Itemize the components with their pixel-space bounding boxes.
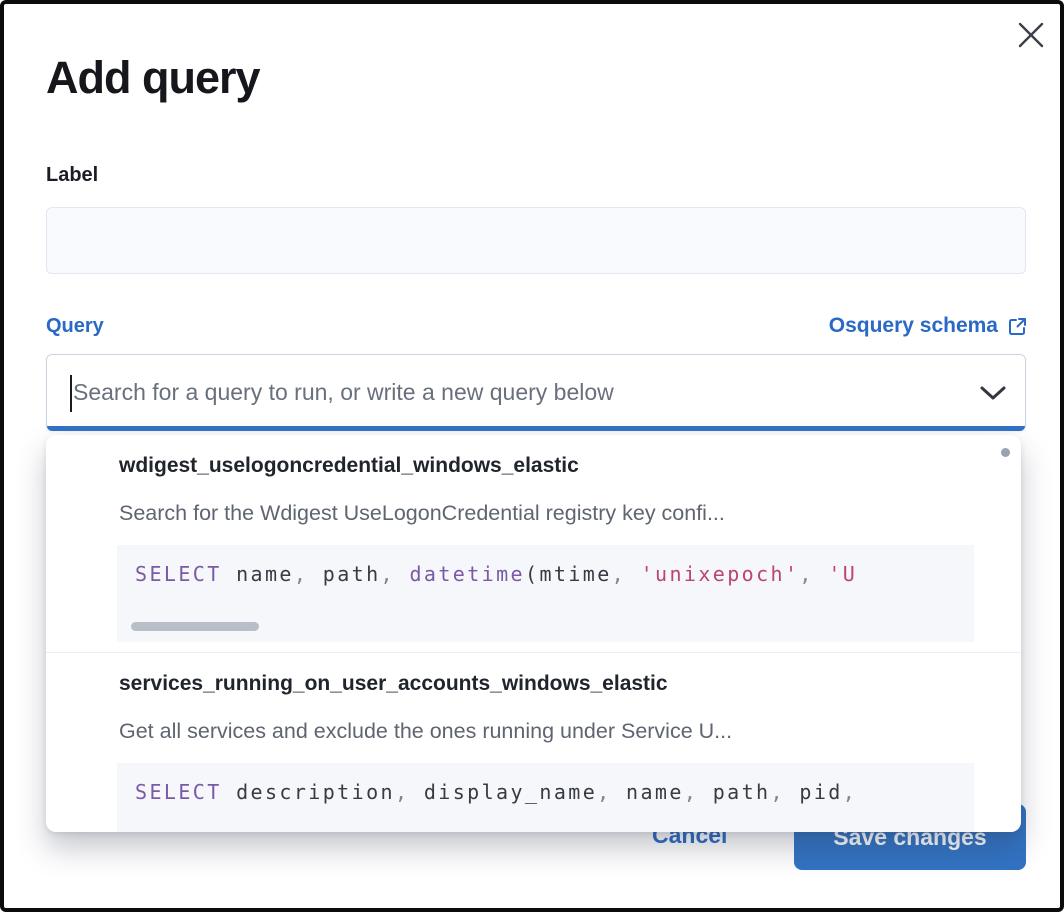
external-link-icon	[1009, 317, 1026, 335]
query-option-title: services_running_on_user_accounts_window…	[119, 672, 668, 695]
text-cursor	[70, 375, 72, 412]
query-search-input[interactable]	[47, 355, 961, 430]
option-divider	[46, 652, 1021, 653]
code-hscrollbar-thumb[interactable]	[131, 622, 259, 631]
query-combobox	[46, 354, 1026, 431]
label-field-label: Label	[46, 164, 99, 186]
osquery-schema-link[interactable]: Osquery schema	[829, 314, 1028, 338]
dropdown-scrollbar-thumb[interactable]	[1001, 448, 1010, 457]
chevron-down-icon	[980, 386, 1006, 399]
query-option-title: wdigest_uselogoncredential_windows_elast…	[119, 454, 579, 477]
combobox-toggle[interactable]	[961, 355, 1025, 430]
query-option-code: SELECT description, display_name, name, …	[117, 763, 974, 832]
query-option-wdigest[interactable]: wdigest_uselogoncredential_windows_elast…	[46, 435, 1021, 642]
osquery-schema-link-label: Osquery schema	[828, 314, 998, 337]
query-field-label: Query	[46, 315, 104, 337]
query-field-header: Query Osquery schema	[46, 314, 1028, 338]
query-option-code: SELECT name, path, datetime(mtime, 'unix…	[117, 545, 974, 642]
page-title: Add query	[46, 52, 261, 103]
query-option-description: Get all services and exclude the ones ru…	[119, 719, 733, 743]
query-option-services[interactable]: services_running_on_user_accounts_window…	[46, 653, 1021, 832]
label-input[interactable]	[46, 207, 1026, 274]
query-options-dropdown: wdigest_uselogoncredential_windows_elast…	[46, 435, 1021, 832]
close-icon	[1018, 22, 1044, 48]
query-option-description: Search for the Wdigest UseLogonCredentia…	[119, 501, 725, 525]
close-button[interactable]	[1014, 18, 1048, 52]
